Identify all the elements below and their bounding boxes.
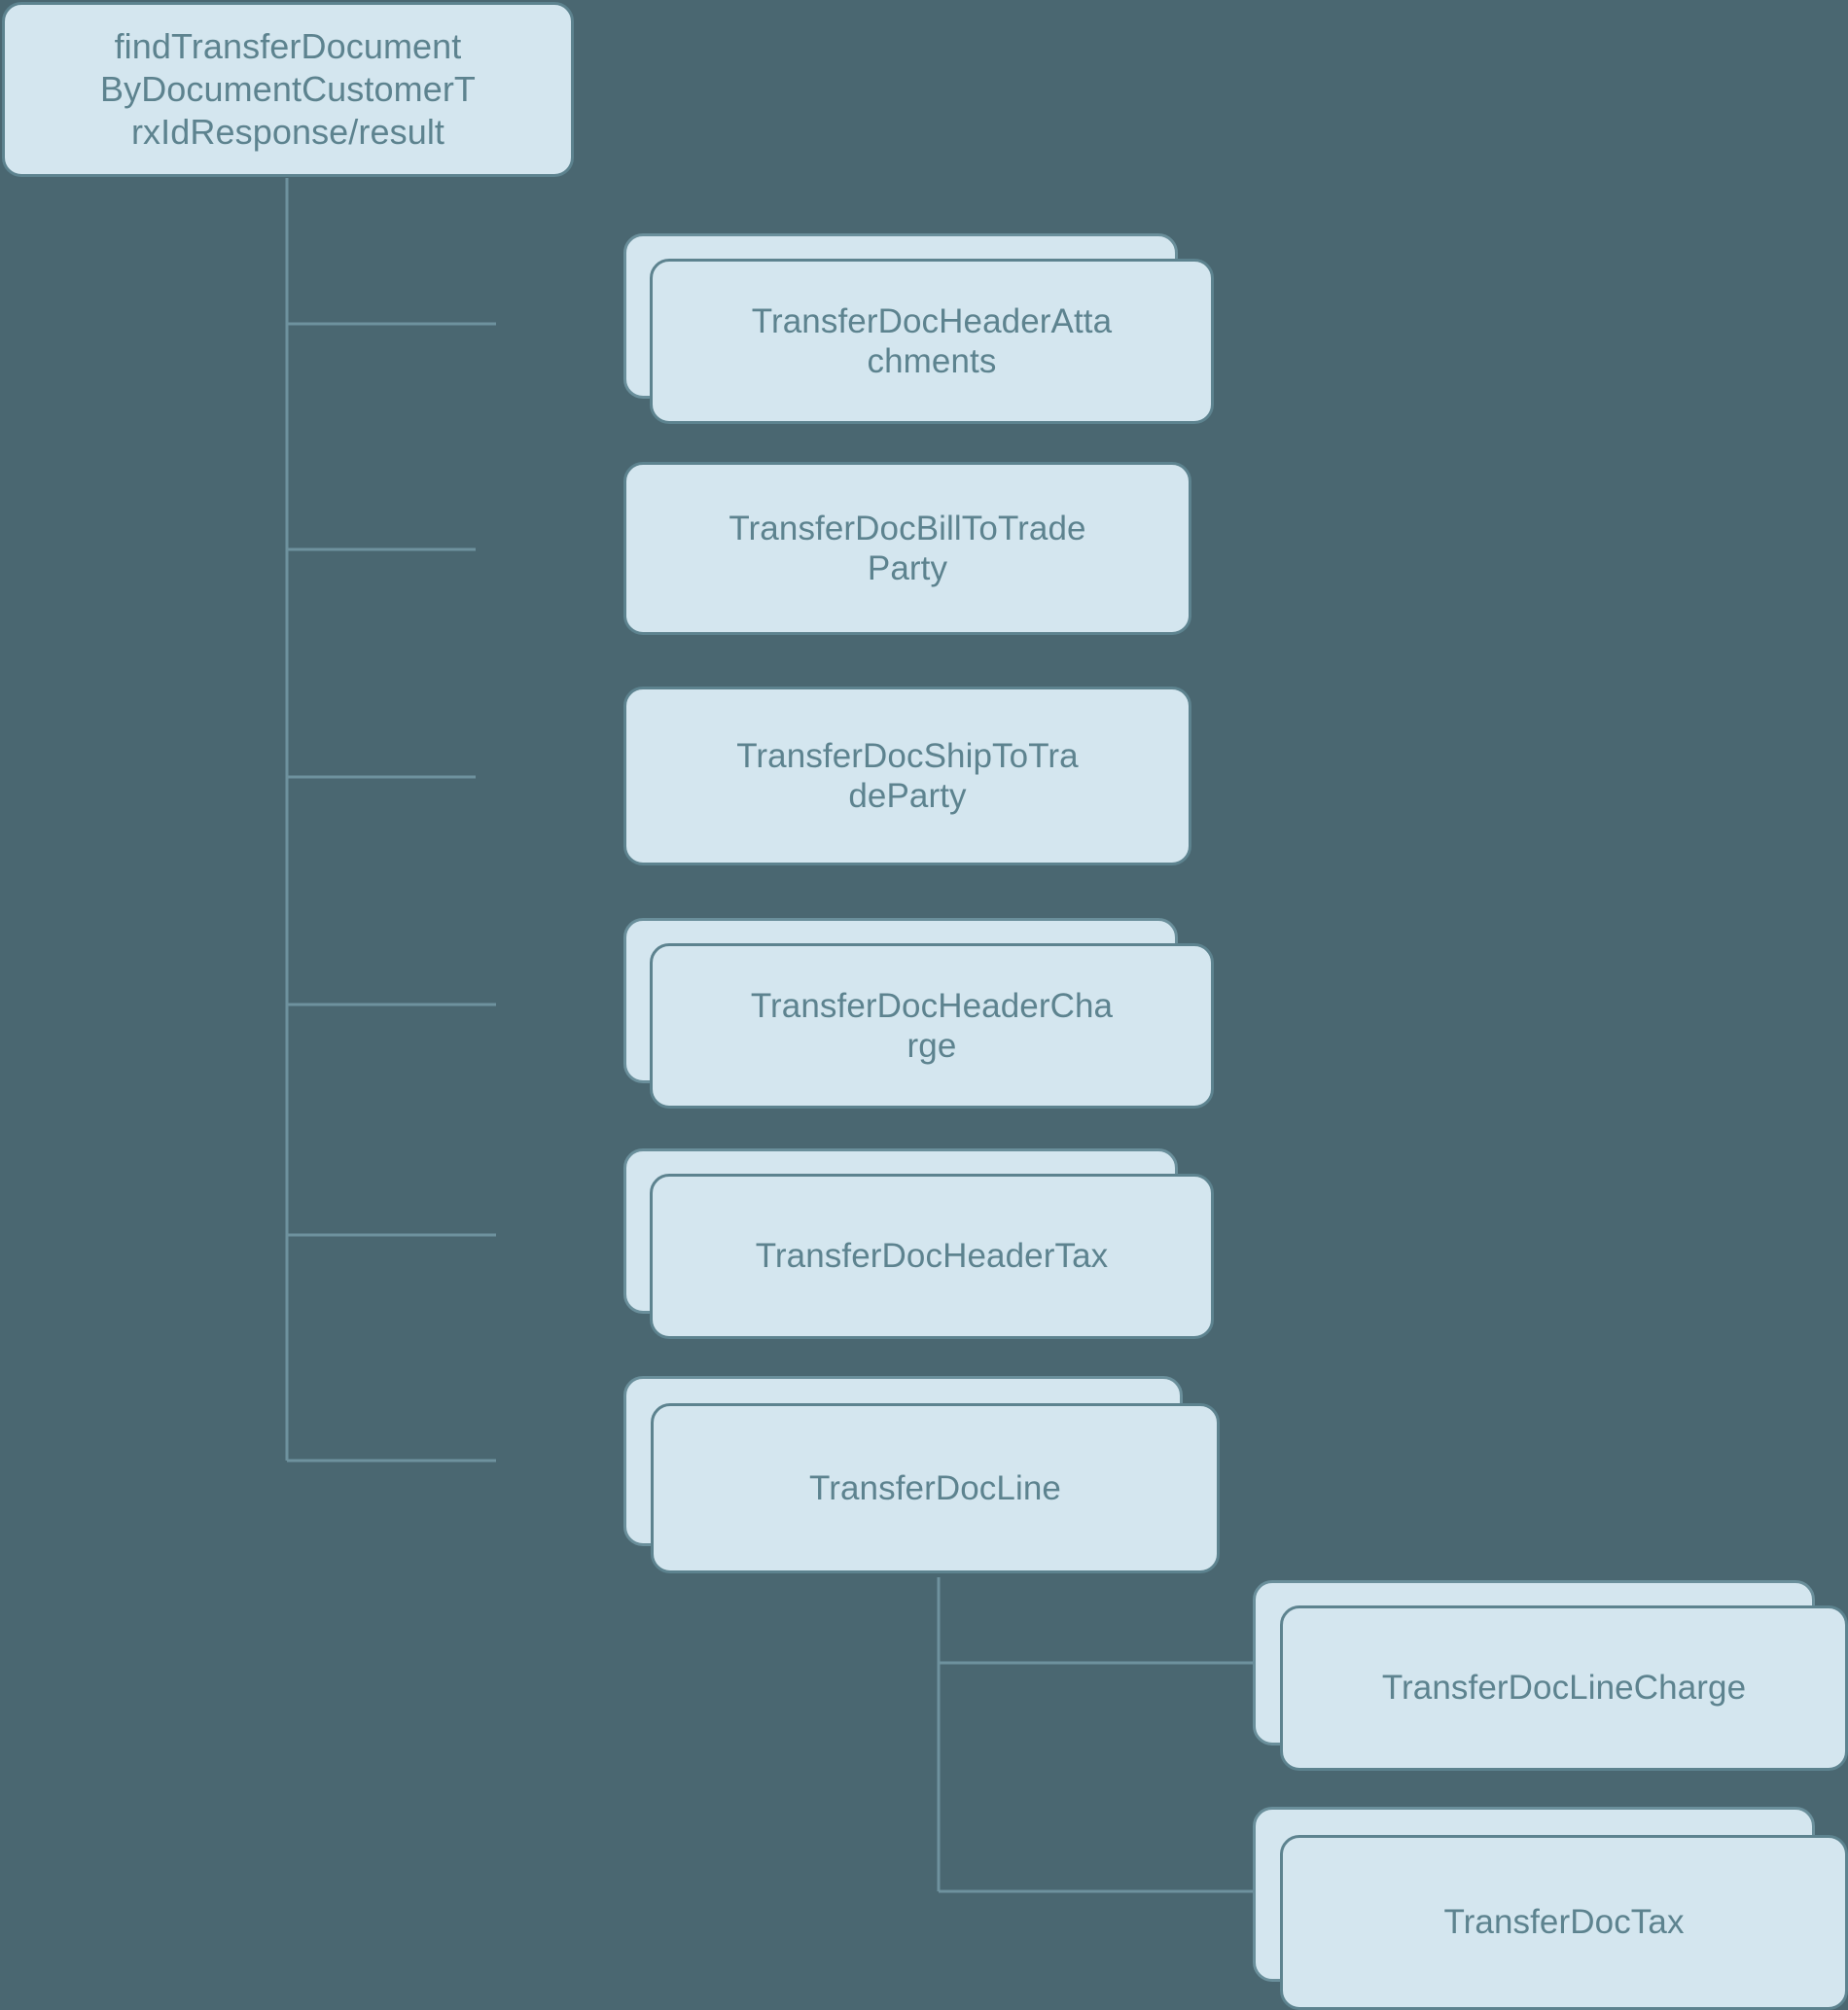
node-root-card[interactable]: findTransferDocument ByDocumentCustomerT… [2,2,574,177]
node-header-tax-label: TransferDocHeaderTax [755,1237,1109,1276]
node-ship-to-trade-party-card[interactable]: TransferDocShipToTra deParty [623,687,1191,865]
node-header-tax[interactable]: TransferDocHeaderTax [623,1148,1217,1339]
node-header-charge-card[interactable]: TransferDocHeaderCha rge [650,943,1214,1109]
node-bill-to-trade-party-label: TransferDocBillToTrade Party [729,509,1086,587]
node-doc-line[interactable]: TransferDocLine [623,1376,1222,1575]
node-root-label: findTransferDocument ByDocumentCustomerT… [99,26,477,152]
node-header-attachments[interactable]: TransferDocHeaderAtta chments [623,233,1217,424]
node-header-charge[interactable]: TransferDocHeaderCha rge [623,918,1217,1109]
node-line-charge[interactable]: TransferDocLineCharge [1253,1580,1848,1772]
node-header-attachments-card[interactable]: TransferDocHeaderAtta chments [650,259,1214,424]
node-ship-to-trade-party-label: TransferDocShipToTra deParty [736,736,1079,815]
node-bill-to-trade-party[interactable]: TransferDocBillToTrade Party [623,462,1191,635]
node-doc-tax-card[interactable]: TransferDocTax [1280,1835,1848,2010]
node-doc-line-label: TransferDocLine [809,1468,1061,1507]
node-ship-to-trade-party[interactable]: TransferDocShipToTra deParty [623,687,1191,865]
node-header-attachments-label: TransferDocHeaderAtta chments [751,301,1113,380]
node-line-charge-label: TransferDocLineCharge [1381,1669,1747,1708]
node-line-charge-card[interactable]: TransferDocLineCharge [1280,1605,1848,1771]
node-root[interactable]: findTransferDocument ByDocumentCustomerT… [2,2,574,177]
node-header-tax-card[interactable]: TransferDocHeaderTax [650,1174,1214,1339]
node-doc-tax[interactable]: TransferDocTax [1253,1807,1848,2010]
node-bill-to-trade-party-card[interactable]: TransferDocBillToTrade Party [623,462,1191,635]
node-doc-tax-label: TransferDocTax [1443,1903,1685,1942]
node-header-charge-label: TransferDocHeaderCha rge [750,986,1114,1065]
node-doc-line-card[interactable]: TransferDocLine [651,1403,1220,1573]
